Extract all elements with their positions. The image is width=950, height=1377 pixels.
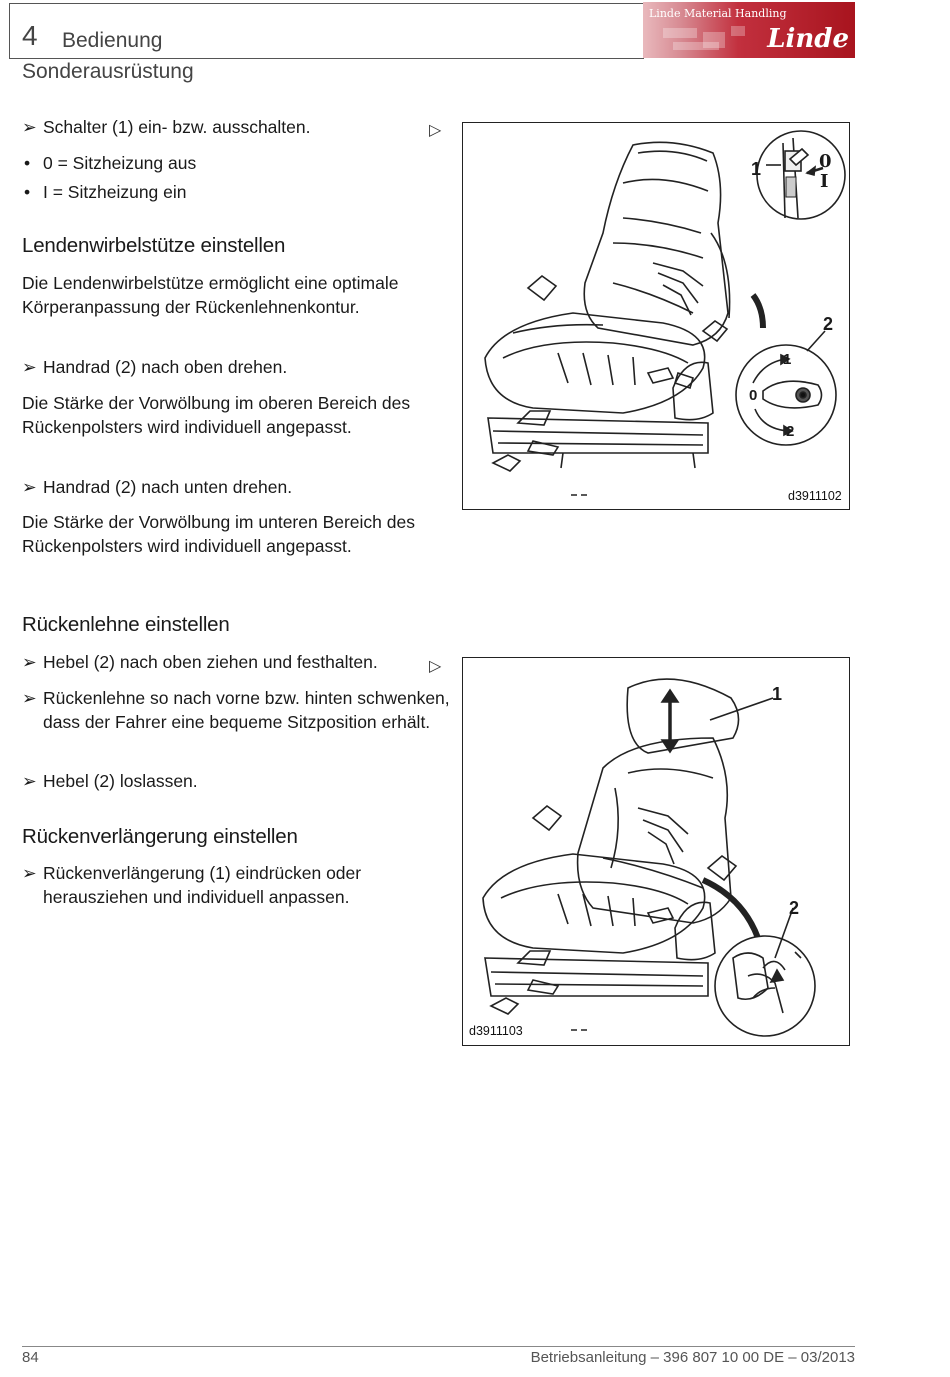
step-tilt-backrest: ➢ Rückenlehne so nach vorne bzw. hinten …: [22, 688, 450, 732]
logo-tagline: Linde Material Handling: [649, 7, 787, 20]
logo-brand: Linde: [767, 24, 849, 54]
heading-lumbar: Lendenwirbelstütze einstellen: [22, 234, 286, 257]
seat-illustration-1: [484, 130, 846, 496]
figure-seat-heating-lumbar: 1 0 I 2 1 0 2 d3911102: [462, 122, 850, 510]
step-marker-icon: ➢: [22, 477, 37, 497]
subsection-title: Sonderausrüstung: [22, 60, 194, 83]
dial-label-0: 0: [749, 387, 758, 404]
lumbar-intro: Die Lendenwirbelstütze ermöglicht eine o…: [22, 273, 399, 317]
callout-2-lever: 2: [789, 898, 800, 918]
document-reference: Betriebsanleitung – 396 807 10 00 DE – 0…: [530, 1349, 855, 1366]
step-pull-lever: ➢ Hebel (2) nach oben ziehen und festhal…: [22, 652, 378, 672]
step-extension: ➢ Rückenverlängerung (1) eindrücken oder…: [22, 863, 362, 907]
header-frame: [9, 3, 644, 59]
step-marker-icon: ➢: [22, 117, 37, 137]
figure-backrest-extension: 1 2 d3911103: [462, 657, 850, 1046]
bullet-icon: •: [24, 153, 31, 173]
dial-label-2: 2: [786, 423, 795, 440]
footer-rule: [22, 1346, 855, 1347]
linde-logo: Linde Material Handling Linde: [643, 2, 855, 58]
step-marker-icon: ➢: [22, 863, 37, 883]
step-switch: ➢ Schalter (1) ein- bzw. ausschalten.: [22, 117, 311, 137]
figure-code: d3911103: [469, 1024, 523, 1038]
result-handwheel-down: Die Stärke der Vorwölbung im unteren Be­…: [22, 512, 415, 556]
step-marker-icon: ➢: [22, 688, 37, 708]
dial-label-1: 1: [783, 351, 792, 368]
heading-extension: Rückenverlängerung einstellen: [22, 825, 298, 848]
step-marker-icon: ➢: [22, 771, 37, 791]
heading-backrest: Rückenlehne einstellen: [22, 613, 230, 636]
bullet-heating-off: • 0 = Sitzheizung aus: [24, 153, 197, 173]
step-release-lever: ➢ Hebel (2) loslassen.: [22, 771, 198, 791]
step-handwheel-down: ➢ Handrad (2) nach unten drehen.: [22, 477, 293, 497]
chapter-number: 4: [22, 20, 38, 51]
callout-1-switch: 1: [751, 159, 762, 179]
figure-code: d3911102: [788, 489, 842, 503]
bullet-heating-on: • I = Sitzheizung ein: [24, 182, 187, 202]
callout-1-extension: 1: [772, 684, 783, 704]
step-handwheel-up: ➢ Handrad (2) nach oben drehen.: [22, 357, 288, 377]
step-marker-icon: ➢: [22, 652, 37, 672]
callout-2-handwheel: 2: [823, 314, 834, 334]
chapter-title: Bedienung: [62, 29, 163, 52]
figure-ref-arrow-icon: ▷: [429, 658, 442, 675]
bullet-icon: •: [24, 182, 31, 202]
seat-illustration-2: [482, 678, 816, 1037]
step-marker-icon: ➢: [22, 357, 37, 377]
figure-ref-arrow-icon: ▷: [429, 122, 442, 139]
switch-label-off: 0: [819, 151, 832, 172]
switch-label-on: I: [820, 171, 829, 192]
result-handwheel-up: Die Stärke der Vorwölbung im oberen Bere…: [22, 393, 411, 437]
page-number: 84: [22, 1349, 39, 1366]
